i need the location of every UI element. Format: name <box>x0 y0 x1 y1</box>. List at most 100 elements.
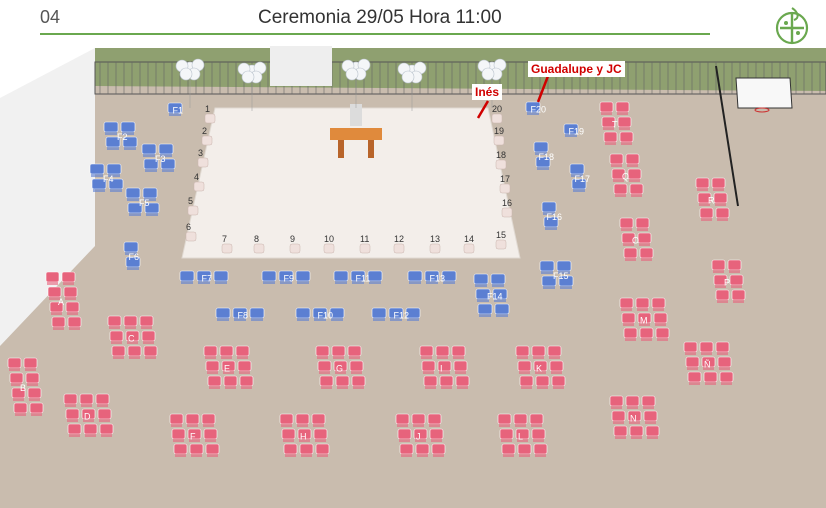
seat-legs <box>631 436 642 439</box>
seat-legs <box>613 421 624 424</box>
seat <box>27 387 42 399</box>
numbered-seat-label: 11 <box>360 234 369 244</box>
seat-block-label: F6 <box>129 252 140 262</box>
seat-block-f2 <box>103 121 138 150</box>
seat-legs <box>545 227 557 230</box>
seat-block-label: F20 <box>531 105 547 115</box>
seat <box>719 371 734 383</box>
seat-legs <box>399 439 410 442</box>
seat <box>415 443 430 455</box>
seat <box>639 327 654 339</box>
seat-legs <box>221 356 232 359</box>
seat <box>643 410 658 422</box>
numbered-seat-label: 5 <box>188 196 193 206</box>
seat-legs <box>425 386 436 389</box>
seat-legs <box>97 404 108 407</box>
seat-legs <box>124 147 136 150</box>
seat-legs <box>297 281 309 284</box>
seat-legs <box>519 454 530 457</box>
seat <box>629 183 644 195</box>
seat-legs <box>169 113 181 116</box>
seat-block-f <box>169 413 220 457</box>
seat <box>429 428 444 440</box>
seat-block-label: Ñ <box>704 360 711 370</box>
seat <box>7 357 22 369</box>
seat-legs <box>281 424 292 427</box>
seat <box>619 217 634 229</box>
seat-legs <box>409 281 421 284</box>
seat <box>717 356 732 368</box>
seat <box>89 163 105 175</box>
seat-legs <box>625 258 636 261</box>
seat <box>531 428 546 440</box>
seat-legs <box>53 327 64 330</box>
seat <box>63 286 78 298</box>
numbered-seat-label: 7 <box>222 234 227 244</box>
seat <box>603 131 618 143</box>
seat-legs <box>717 300 728 303</box>
seat-legs <box>299 439 310 442</box>
seat <box>711 259 726 271</box>
seat-block-t <box>599 101 634 145</box>
seat-legs <box>397 424 408 427</box>
seat <box>143 345 158 357</box>
seat <box>29 402 44 414</box>
seat <box>315 345 330 357</box>
seat <box>51 316 66 328</box>
seat-legs <box>187 424 198 427</box>
seat <box>207 375 222 387</box>
seat-block-f6 <box>123 241 141 270</box>
seat-legs <box>573 189 585 192</box>
callout-guadalupe: Guadalupe y JC <box>528 61 625 77</box>
seat <box>171 428 186 440</box>
seat <box>729 274 744 286</box>
seat-legs <box>215 281 227 284</box>
seat-legs <box>571 174 583 177</box>
seat-block-label: F16 <box>547 212 563 222</box>
seat-block-f3 <box>141 143 176 172</box>
numbered-seat-4 <box>193 181 205 192</box>
seat <box>517 360 532 372</box>
seat-block-label: F19 <box>569 127 585 137</box>
seat <box>106 163 122 175</box>
seat <box>494 303 510 315</box>
numbered-seat-11 <box>359 243 371 254</box>
seat-block-label: F4 <box>103 174 114 184</box>
seat <box>639 247 654 259</box>
seat <box>139 315 154 327</box>
seat-legs <box>653 308 664 311</box>
seat <box>423 375 438 387</box>
seat-legs <box>535 454 546 457</box>
seat-block-c <box>107 315 158 359</box>
seat-block-label: P <box>724 278 730 288</box>
seat-legs <box>127 267 139 270</box>
seat-legs <box>623 243 634 246</box>
seat-block-f1 <box>167 102 183 116</box>
seat-legs <box>715 285 726 288</box>
seat <box>407 270 423 282</box>
seat-legs <box>701 352 712 355</box>
seat-legs <box>239 371 250 374</box>
numbered-seat-14 <box>463 243 475 254</box>
seat <box>203 345 218 357</box>
seat <box>347 345 362 357</box>
seat-legs <box>627 164 638 167</box>
numbered-seat-label: 15 <box>496 230 506 240</box>
seat <box>421 360 436 372</box>
seat-block-label: F11 <box>356 274 371 284</box>
seat <box>279 413 294 425</box>
seat-legs <box>623 323 634 326</box>
seat-legs <box>537 167 549 170</box>
seat <box>621 312 636 324</box>
seat-legs <box>717 218 728 221</box>
seat <box>123 315 138 327</box>
seat <box>169 413 184 425</box>
seat <box>551 375 566 387</box>
seat-legs <box>423 371 434 374</box>
seat-block-label: M <box>640 316 648 326</box>
seat-legs <box>503 454 514 457</box>
seat-block-label: F8 <box>238 311 249 321</box>
numbered-seat-label: 6 <box>186 222 191 232</box>
seat-legs <box>63 282 74 285</box>
seat-legs <box>143 154 155 157</box>
